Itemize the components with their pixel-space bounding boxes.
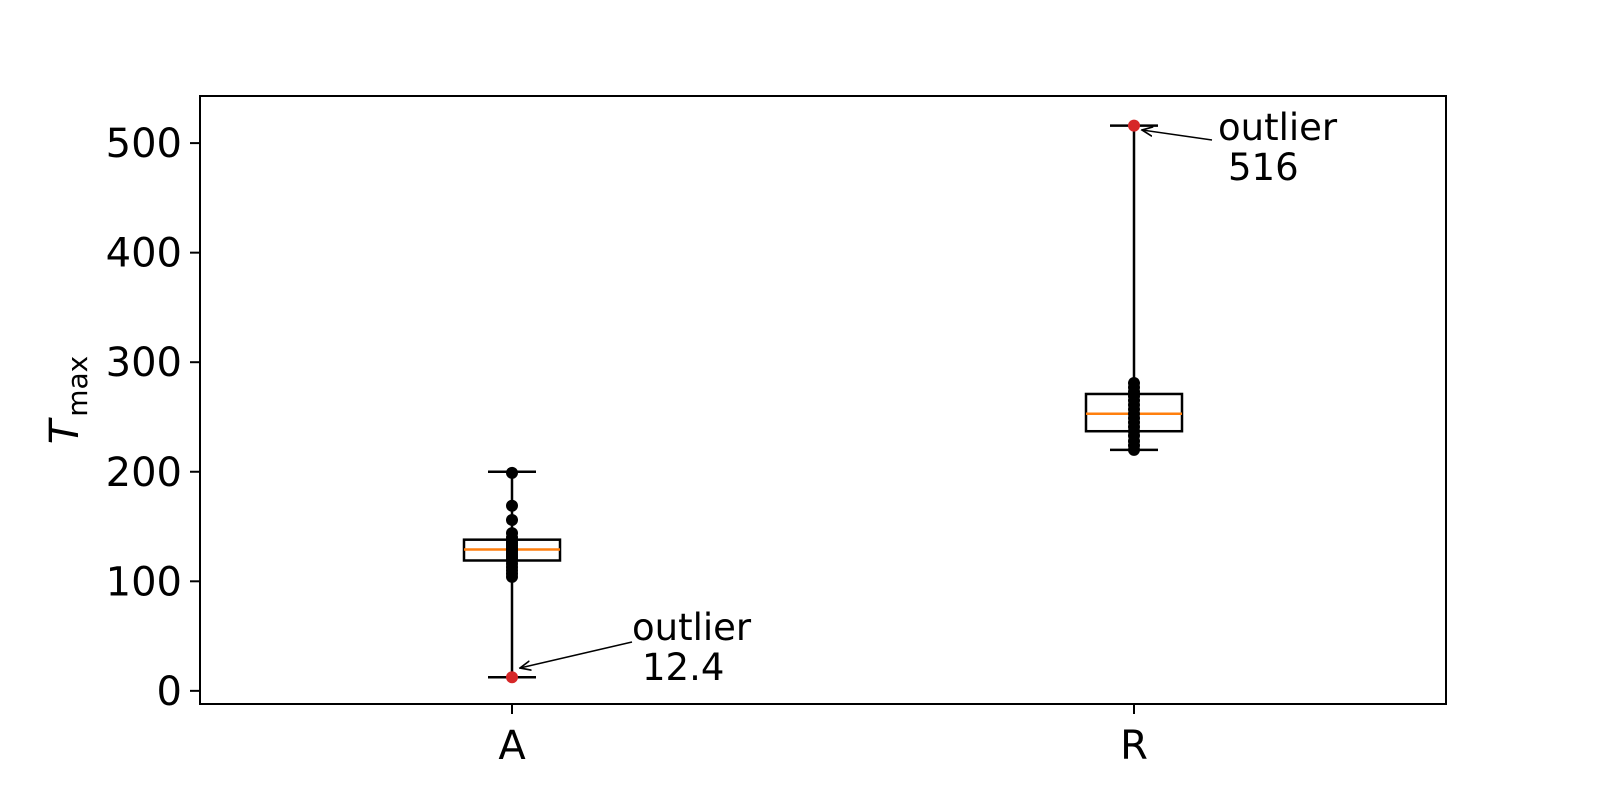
outlier-label: outlier xyxy=(632,606,752,649)
y-tick-label: 100 xyxy=(106,559,182,605)
outlier-point xyxy=(506,671,518,684)
y-axis-label-subscript: max xyxy=(61,356,94,417)
y-tick-label: 300 xyxy=(106,340,182,386)
box-series xyxy=(462,119,1184,684)
outlier-point xyxy=(1128,119,1140,132)
y-tick-label: 200 xyxy=(106,450,182,496)
y-axis-label-base: T xyxy=(42,416,88,444)
box-A xyxy=(462,466,562,684)
outlier-arrow xyxy=(1142,130,1213,141)
outlier-value-label: 516 xyxy=(1228,146,1299,189)
y-tick-label: 400 xyxy=(106,231,182,277)
plot-area-frame xyxy=(199,95,1447,705)
data-point xyxy=(506,466,518,479)
outlier-arrow xyxy=(520,641,633,668)
box-R xyxy=(1084,119,1184,456)
x-tick-label: R xyxy=(1120,723,1148,769)
x-tick-label: A xyxy=(498,723,526,769)
data-point xyxy=(506,527,518,540)
outlier-label: outlier xyxy=(1218,106,1338,149)
y-tick-label: 0 xyxy=(157,669,182,715)
data-point xyxy=(506,513,518,526)
y-axis-label: Tmax xyxy=(42,356,94,444)
data-point xyxy=(506,499,518,512)
outlier-value-label: 12.4 xyxy=(642,646,724,689)
data-point xyxy=(1128,377,1140,390)
y-tick-label: 500 xyxy=(106,121,182,167)
y-axis: 0 100 200 300 400 500 xyxy=(106,121,200,715)
